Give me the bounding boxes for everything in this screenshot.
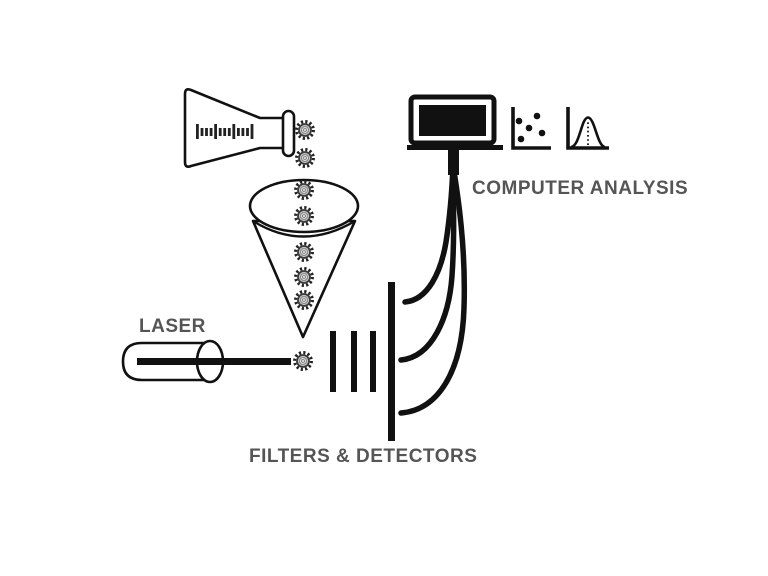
laser-label: LASER xyxy=(139,316,206,337)
detector-plate-icon xyxy=(388,282,395,441)
cell-icon xyxy=(295,120,315,140)
computer-analysis-label: COMPUTER ANALYSIS xyxy=(472,178,689,199)
cable-line xyxy=(402,162,456,305)
filters-detectors-label: FILTERS & DETECTORS xyxy=(249,446,478,467)
filter-bar-icon xyxy=(351,331,357,392)
cell-icon xyxy=(295,148,315,168)
cell-icon xyxy=(293,351,313,371)
laser-icon xyxy=(121,339,291,384)
filter-bar-icon xyxy=(330,331,336,392)
cable-lines-icon xyxy=(398,162,468,416)
scatter-plot-icon xyxy=(511,107,551,150)
cell-icon xyxy=(294,290,314,310)
cell-icon xyxy=(294,206,314,226)
histogram-curve-icon xyxy=(566,107,609,150)
laser-beam xyxy=(137,358,291,365)
cable-line xyxy=(398,162,457,363)
filter-bar-icon xyxy=(370,331,376,392)
cell-icon xyxy=(294,180,314,200)
cell-icon xyxy=(294,242,314,262)
erlenmeyer-flask-icon xyxy=(183,88,296,168)
cable-line xyxy=(398,162,468,416)
flask-scale-icon xyxy=(196,124,254,139)
filter-bars-icon xyxy=(330,331,376,392)
monitor-screen xyxy=(419,105,486,136)
cell-icon xyxy=(294,267,314,287)
computer-monitor-icon xyxy=(407,94,503,175)
